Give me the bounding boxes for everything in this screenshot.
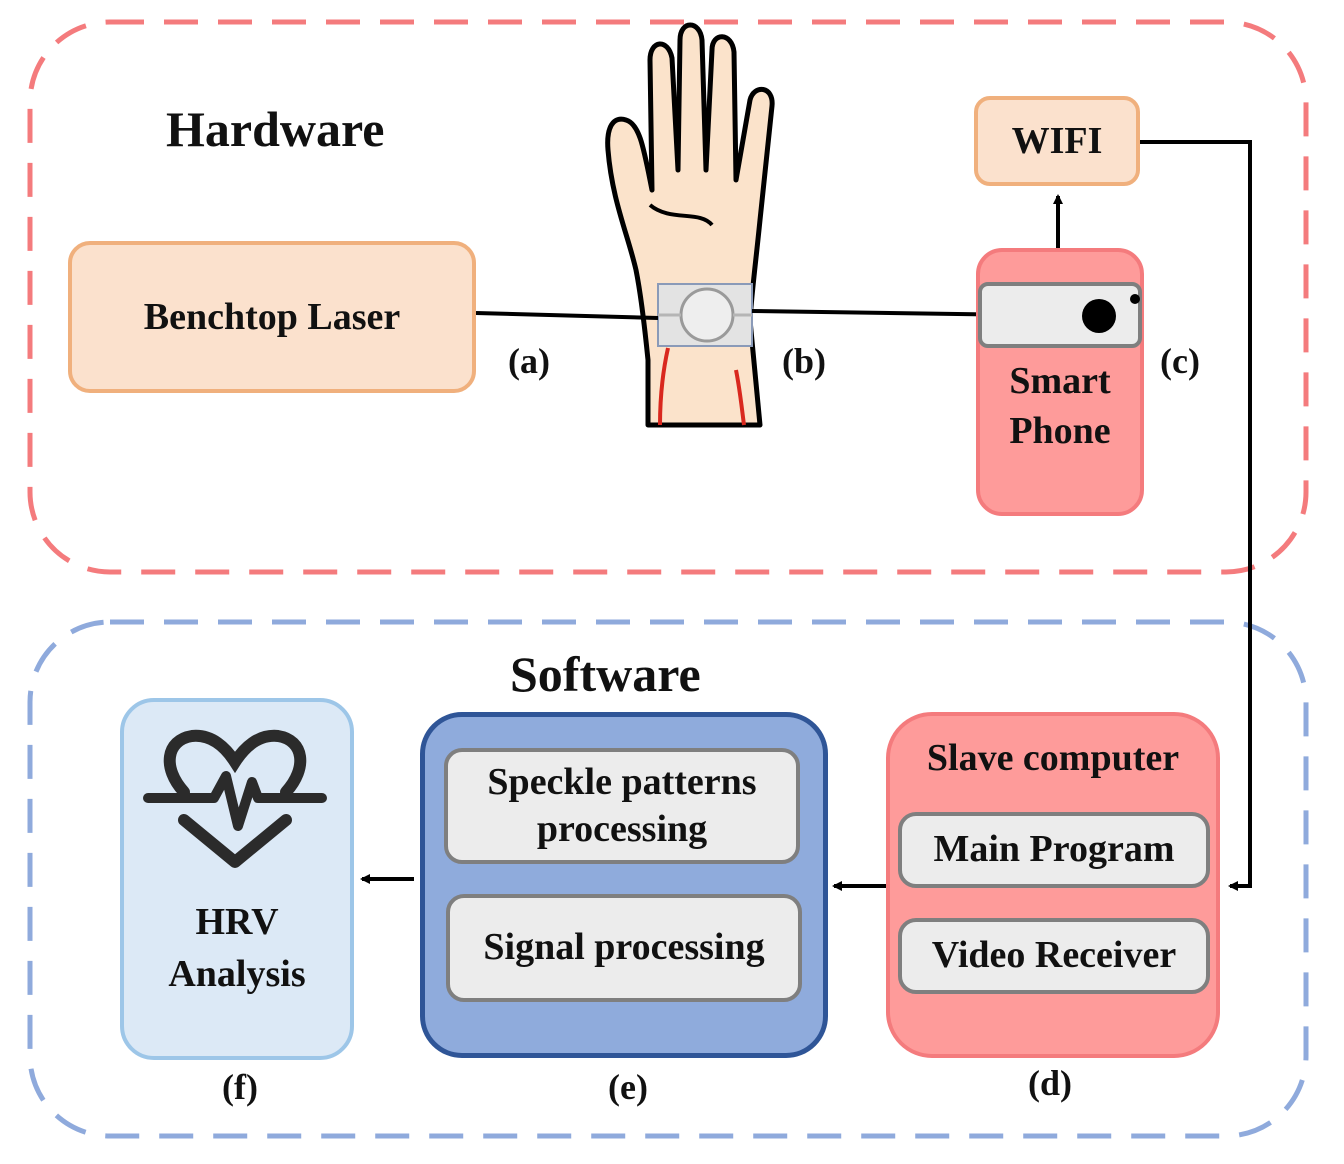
speckle-processing-box: Speckle patterns processing	[444, 748, 800, 864]
tag-d: (d)	[1028, 1063, 1072, 1103]
phone-camera-strip	[978, 282, 1142, 348]
wifi-label: WIFI	[1011, 120, 1103, 162]
signal-processing-box: Signal processing	[446, 894, 802, 1002]
video-receiver-label: Video Receiver	[931, 934, 1177, 977]
tag-f: (f)	[222, 1067, 258, 1107]
main-program-box: Main Program	[898, 812, 1210, 888]
tag-c: (c)	[1160, 341, 1200, 381]
benchtop-laser-box: Benchtop Laser	[68, 241, 476, 393]
tag-b: (b)	[782, 341, 826, 381]
software-title: Software	[510, 646, 701, 702]
hrv-analysis-label: HRV Analysis	[168, 901, 306, 995]
flash-dot-icon	[1130, 294, 1140, 304]
laser-beam-left	[475, 311, 659, 320]
wifi-to-slave-arrow	[1140, 140, 1252, 891]
hardware-title: Hardware	[166, 101, 385, 157]
hand-wrist-icon	[605, 22, 775, 428]
smart-phone-label: Smart Phone	[1009, 360, 1111, 452]
signal-processing-label: Signal processing	[483, 926, 765, 969]
heartbeat-icon	[143, 729, 327, 868]
hardware-container	[27, 19, 1309, 575]
tag-a: (a)	[508, 341, 550, 381]
tag-e: (e)	[608, 1067, 648, 1107]
speckle-processing-label: Speckle patterns processing	[487, 760, 757, 851]
software-container	[27, 619, 1309, 1139]
main-program-label: Main Program	[933, 828, 1175, 871]
benchtop-laser-label: Benchtop Laser	[143, 296, 401, 338]
slave-computer-title: Slave computer	[926, 737, 1180, 779]
camera-lens-icon	[1082, 299, 1116, 333]
video-receiver-box: Video Receiver	[898, 918, 1210, 994]
wifi-box: WIFI	[974, 96, 1140, 186]
